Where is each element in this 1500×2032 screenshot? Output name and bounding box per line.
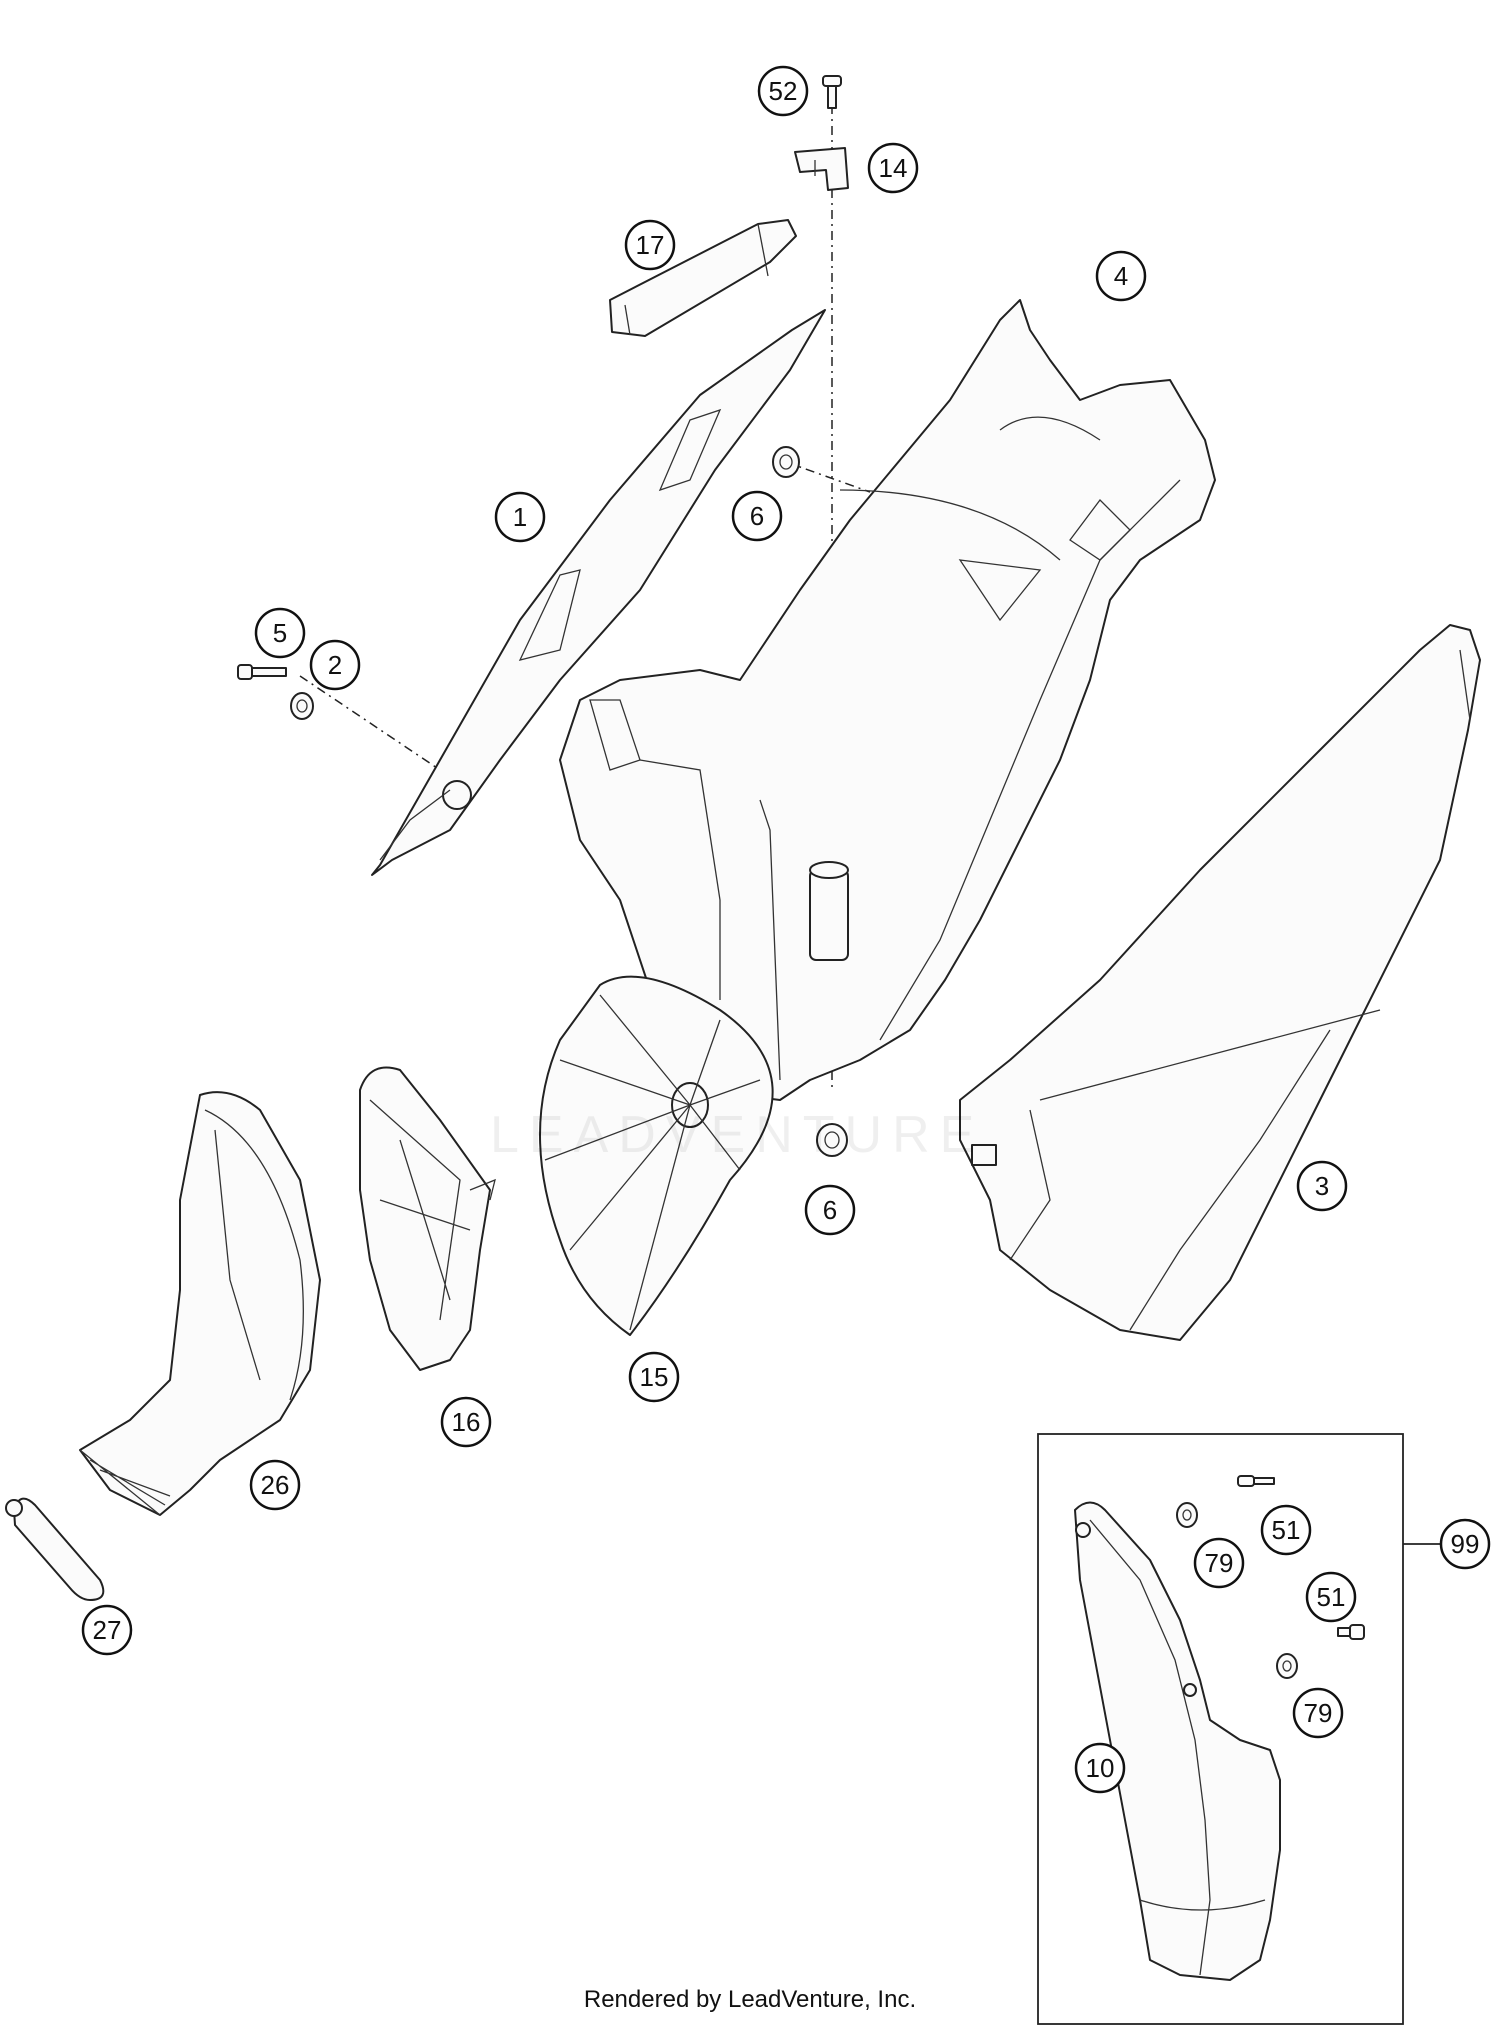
part-3-filter-cover (959, 624, 1481, 1341)
callout-label: 99 (1451, 1529, 1480, 1559)
callout-16: 16 (440, 1396, 492, 1448)
callout-4: 4 (1095, 250, 1147, 302)
callout-label: 14 (879, 153, 908, 183)
part-10-intake-duct (1074, 1501, 1281, 1981)
part-6-grommet-lower (816, 1123, 848, 1157)
callout-10: 10 (1074, 1742, 1126, 1794)
callout-label: 6 (823, 1195, 837, 1225)
part-79-nut-upper (1176, 1502, 1198, 1528)
part-79-nut-lower (1276, 1653, 1298, 1679)
callout-label: 79 (1205, 1548, 1234, 1578)
part-1-side-cover (371, 309, 826, 876)
part-52-screw (822, 75, 842, 109)
part-27-clamp (5, 1497, 105, 1601)
callout-label: 16 (452, 1407, 481, 1437)
callout-14: 14 (867, 142, 919, 194)
callout-label: 3 (1315, 1171, 1329, 1201)
part-51-screw-upper (1237, 1475, 1275, 1487)
callout-label: 27 (93, 1615, 122, 1645)
callout-label: 17 (636, 230, 665, 260)
callout-label: 15 (640, 1362, 669, 1392)
callout-15: 15 (628, 1351, 680, 1403)
part-16-filter-cage (359, 1066, 496, 1371)
part-17-strap (609, 219, 797, 337)
callout-5: 5 (254, 607, 306, 659)
callout-label: 5 (273, 618, 287, 648)
callout-label: 4 (1114, 261, 1128, 291)
callout-label: 52 (769, 76, 798, 106)
callout-6-lower: 6 (804, 1184, 856, 1236)
callout-label: 26 (261, 1470, 290, 1500)
part-51-screw-lower (1337, 1624, 1365, 1640)
callout-label: 1 (513, 502, 527, 532)
callout-label: 51 (1272, 1515, 1301, 1545)
footer-credit: Rendered by LeadVenture, Inc. (583, 1986, 917, 2013)
callout-3: 3 (1296, 1160, 1348, 1212)
callout-label: 51 (1317, 1582, 1346, 1612)
part-15-air-filter (539, 975, 774, 1336)
part-4-airbox (559, 299, 1216, 1101)
callout-1: 1 (494, 491, 546, 543)
callout-label: 79 (1304, 1698, 1333, 1728)
callout-52: 52 (757, 65, 809, 117)
callout-27: 27 (81, 1604, 133, 1656)
callout-label: 10 (1086, 1753, 1115, 1783)
callout-label: 6 (750, 501, 764, 531)
callout-label: 2 (328, 650, 342, 680)
callout-99: 99 (1439, 1518, 1491, 1570)
kit-99-box (1037, 1433, 1440, 2025)
part-5-screw (237, 664, 287, 680)
part-26-intake-boot (79, 1091, 321, 1516)
callout-17: 17 (624, 219, 676, 271)
part-6-grommet-upper (772, 446, 800, 478)
callout-6-upper: 6 (731, 490, 783, 542)
part-14-clip (794, 147, 849, 191)
callout-26: 26 (249, 1459, 301, 1511)
part-2-washer (290, 692, 314, 720)
callout-51-upper: 51 (1260, 1504, 1312, 1556)
callout-79-upper: 79 (1193, 1537, 1245, 1589)
callout-79-lower: 79 (1292, 1687, 1344, 1739)
callout-2: 2 (309, 639, 361, 691)
callout-51-lower: 51 (1305, 1571, 1357, 1623)
